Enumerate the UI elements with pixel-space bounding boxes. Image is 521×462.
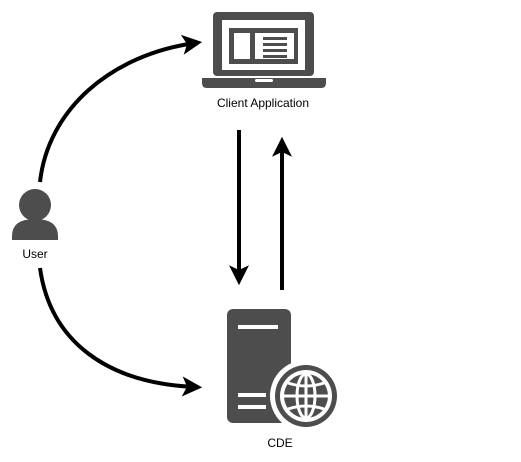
server-globe-icon — [227, 309, 342, 432]
cde-label: CDE — [267, 436, 293, 450]
client-application-label: Client Application — [216, 96, 310, 110]
user-label: User — [22, 247, 48, 261]
laptop-icon — [202, 12, 326, 88]
arrow-user-to-cde — [38, 267, 203, 397]
arrow-user-to-client — [38, 34, 203, 183]
user-icon — [12, 189, 58, 240]
